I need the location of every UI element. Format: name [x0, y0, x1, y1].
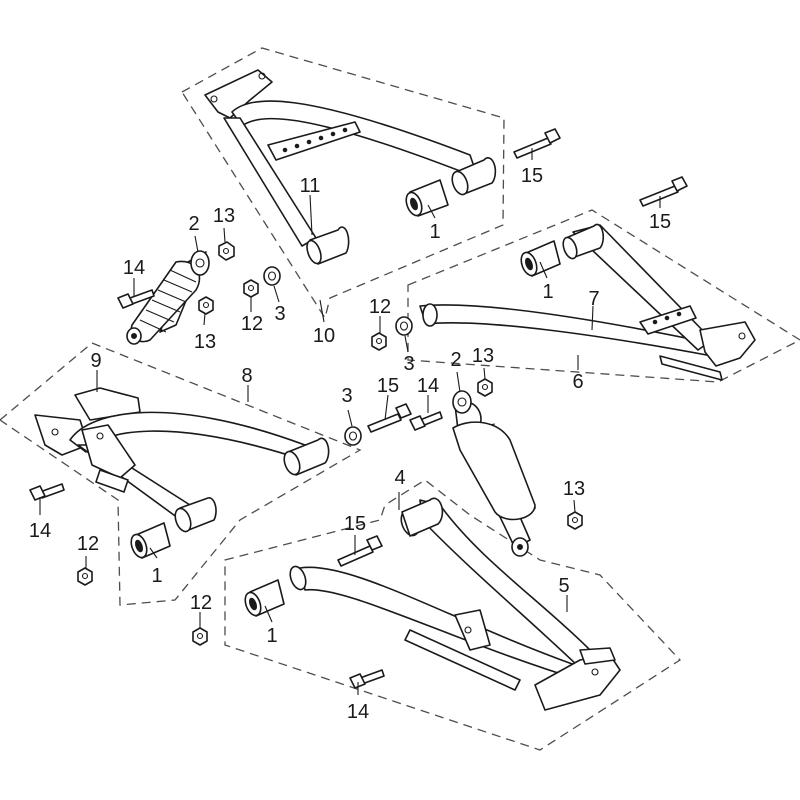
callout-12-d: 12 — [190, 592, 212, 614]
callout-13-c: 13 — [472, 345, 494, 367]
callout-13-a: 13 — [213, 205, 235, 227]
callout-9: 9 — [90, 350, 101, 372]
bolt-part-14-b — [409, 411, 443, 431]
callout-12-b: 12 — [369, 296, 391, 318]
bolt-part-15-d — [337, 535, 383, 567]
bolt-part-14-c — [29, 483, 65, 501]
callout-6: 6 — [572, 371, 583, 393]
leader-lines — [39, 148, 661, 695]
callout-12-a: 12 — [241, 313, 263, 335]
callout-2-right-shock: 2 — [450, 349, 461, 371]
callout-5: 5 — [558, 575, 569, 597]
nut-part-12-b — [371, 332, 387, 351]
nut-part-13-c — [477, 378, 493, 397]
callout-13-d: 13 — [563, 478, 585, 500]
callout-1-top-bushing: 1 — [429, 221, 440, 243]
upper-rear-arm-outline — [181, 47, 505, 320]
callout-labels: 1 1 1 1 2 2 3 3 3 4 5 6 7 8 9 10 11 12 1… — [29, 165, 671, 723]
callout-14-b: 14 — [417, 375, 439, 397]
washer-part-3-b — [395, 316, 413, 336]
bushing-part-1-left — [130, 522, 171, 559]
lower-a-arm-part-5 — [289, 497, 621, 711]
callout-15-b: 15 — [649, 211, 671, 233]
bushing-part-1-top — [405, 179, 449, 217]
nut-part-13-d — [567, 511, 583, 530]
callout-15-c: 15 — [377, 375, 399, 397]
washer-part-3-c — [344, 426, 362, 446]
callout-15-a: 15 — [521, 165, 543, 187]
callout-13-b: 13 — [194, 331, 216, 353]
upper-a-arm-part-7 — [419, 223, 756, 381]
callout-3-washer-a: 3 — [274, 303, 285, 325]
nut-part-13-b — [198, 296, 214, 315]
callout-2-left-shock: 2 — [188, 213, 199, 235]
callout-1-left-bushing: 1 — [151, 565, 162, 587]
bushing-part-1-right — [520, 240, 561, 277]
bolt-part-15-a — [513, 128, 561, 159]
bolt-part-15-b — [639, 176, 688, 207]
nut-part-12-d — [192, 627, 208, 646]
nut-part-12-a — [243, 279, 259, 298]
bolt-part-14-a — [117, 289, 155, 309]
callout-11: 11 — [300, 175, 321, 197]
callout-4: 4 — [394, 467, 405, 489]
callout-15-d: 15 — [344, 513, 366, 535]
bushing-part-1-bottom — [244, 579, 285, 617]
shock-absorber-part-2-right — [452, 390, 537, 557]
lower-a-arm-part-8 — [34, 387, 330, 533]
callout-14-a: 14 — [123, 257, 145, 279]
nut-part-13-a — [218, 241, 235, 261]
shock-absorber-part-2-left — [126, 250, 210, 345]
upper-front-arm-outline — [407, 209, 800, 383]
callout-10: 10 — [313, 325, 335, 347]
callout-7: 7 — [588, 288, 599, 310]
lower-front-arm-outline — [224, 479, 682, 751]
lower-rear-arm-outline — [0, 342, 362, 606]
bolt-part-14-d — [349, 669, 385, 689]
callout-14-c: 14 — [29, 520, 51, 542]
callout-14-d: 14 — [347, 701, 369, 723]
bolt-part-15-c — [367, 403, 412, 433]
callout-3-washer-c: 3 — [341, 385, 352, 407]
callout-1-right-bushing: 1 — [542, 281, 553, 303]
callout-12-c: 12 — [77, 533, 99, 555]
nut-part-12-c — [77, 567, 93, 586]
callout-1-bottom-bushing: 1 — [266, 625, 277, 647]
upper-a-arm-part-11 — [204, 69, 497, 265]
callout-8: 8 — [241, 365, 252, 387]
washer-part-3-a — [263, 266, 281, 286]
callout-3-washer-b: 3 — [403, 353, 414, 375]
